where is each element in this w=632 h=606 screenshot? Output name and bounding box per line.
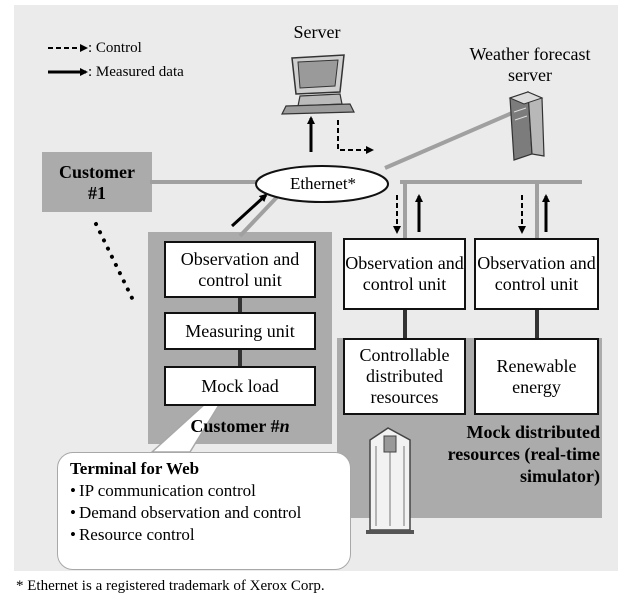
obs-unit-2: Observation and control unit bbox=[474, 238, 599, 310]
customer-n-suffix: n bbox=[279, 416, 290, 436]
ethernet-ellipse bbox=[255, 165, 389, 203]
ethernet-label: Ethernet* bbox=[289, 174, 357, 193]
terminal-item: Demand observation and control bbox=[70, 502, 338, 524]
weather-server-label: Weather forecast server bbox=[469, 44, 591, 85]
more-customers-dots bbox=[94, 222, 134, 300]
simulator-label: Mock distributed resources (real-time si… bbox=[447, 422, 600, 486]
legend-control-label: : Control bbox=[88, 40, 142, 56]
controllable-resources: Controllable distributed resources bbox=[343, 338, 466, 415]
computer-icon bbox=[281, 54, 355, 115]
terminal-callout: Terminal for Web IP communication contro… bbox=[57, 452, 351, 570]
customer-n-prefix: Customer # bbox=[190, 416, 280, 436]
terminal-list: IP communication control Demand observat… bbox=[70, 480, 338, 546]
terminal-title: Terminal for Web bbox=[70, 459, 200, 478]
legend-measured-label: : Measured data bbox=[88, 64, 184, 80]
customer-n-label: Customer #n bbox=[154, 416, 326, 436]
footnote: * Ethernet is a registered trademark of … bbox=[16, 578, 325, 594]
line-ethernet-customer-n bbox=[238, 194, 280, 238]
simulator-rack-icon bbox=[366, 427, 414, 534]
terminal-item: Resource control bbox=[70, 524, 338, 546]
control-arrow-from-server bbox=[337, 120, 374, 154]
server-tower-icon bbox=[508, 91, 545, 161]
measured-arrow-customer-n bbox=[230, 193, 268, 228]
terminal-item: IP communication control bbox=[70, 480, 338, 502]
line-ethernet-weather bbox=[384, 111, 513, 170]
customer-n-observation-unit: Observation and control unit bbox=[164, 241, 316, 298]
customer-n-mock-load: Mock load bbox=[164, 366, 316, 406]
customer1-box bbox=[42, 152, 152, 212]
server-label: Server bbox=[293, 22, 341, 42]
obs-unit-1: Observation and control unit bbox=[343, 238, 466, 310]
renewable-energy: Renewable energy bbox=[474, 338, 599, 415]
customer-n-measuring-unit: Measuring unit bbox=[164, 312, 316, 350]
customer1-label: Customer #1 bbox=[59, 162, 135, 203]
